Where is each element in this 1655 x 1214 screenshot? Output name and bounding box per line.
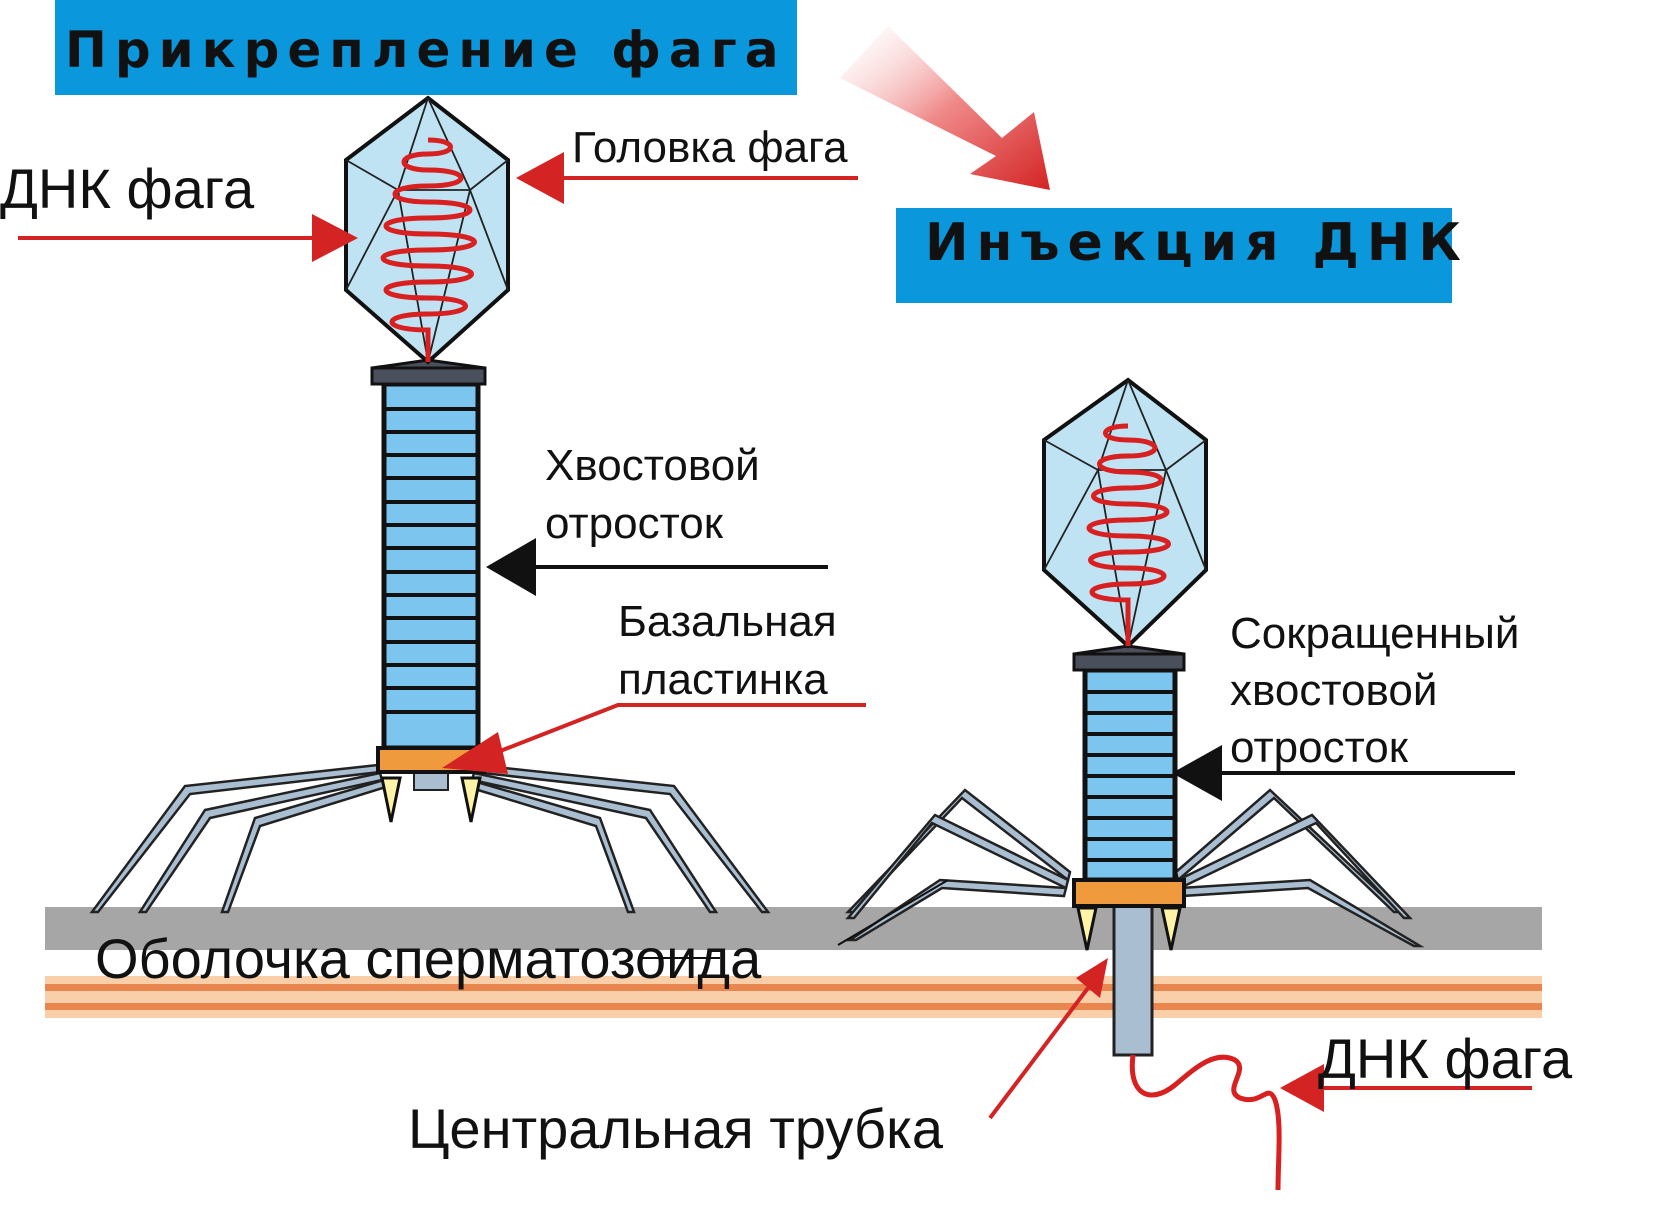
dna-coil-right: [1086, 423, 1171, 646]
stage-transition-arrow: [840, 26, 1050, 190]
label-contracted-line3: отросток: [1230, 723, 1409, 772]
label-membrane: Оболочка сперматозоида: [95, 927, 762, 990]
phage-injecting: [845, 377, 1425, 1191]
collar-right: [1072, 644, 1186, 672]
label-phage-dna-right: ДНК фага: [1318, 1027, 1573, 1090]
tail-sheath-left: [381, 381, 481, 751]
baseplate-right: [1072, 878, 1186, 908]
injected-dna: [1129, 1054, 1282, 1191]
phage-attached: [89, 95, 771, 914]
title-attachment-text: Прикрепление фага: [65, 21, 787, 79]
phage-head-right: [1042, 377, 1208, 649]
title-injection-text: Инъекция ДНК: [925, 213, 1469, 273]
label-baseplate-line2: пластинка: [618, 655, 828, 704]
tail-sheath-right: [1082, 667, 1178, 883]
title-injection: Инъекция ДНК: [896, 208, 1469, 303]
label-baseplate-line1: Базальная: [618, 597, 837, 646]
title-attachment: Прикрепление фага: [55, 0, 797, 95]
phage-head-left: [344, 95, 510, 365]
label-phage-head: Головка фага: [572, 123, 848, 172]
label-contracted-line1: Сокращенный: [1230, 609, 1519, 658]
label-tail-line2: отросток: [545, 499, 724, 548]
label-contracted-line2: хвостовой: [1230, 666, 1437, 715]
label-central-tube: Центральная трубка: [408, 1097, 944, 1160]
label-tail-line1: Хвостовой: [545, 441, 760, 490]
sperm-membrane: [45, 907, 1542, 1018]
dna-coil-left: [380, 137, 477, 362]
central-tube: [1112, 903, 1154, 1057]
label-phage-dna-left: ДНК фага: [0, 157, 255, 220]
pointer-arrows: [18, 152, 1532, 1120]
baseplate-spikes-left: [380, 771, 482, 823]
